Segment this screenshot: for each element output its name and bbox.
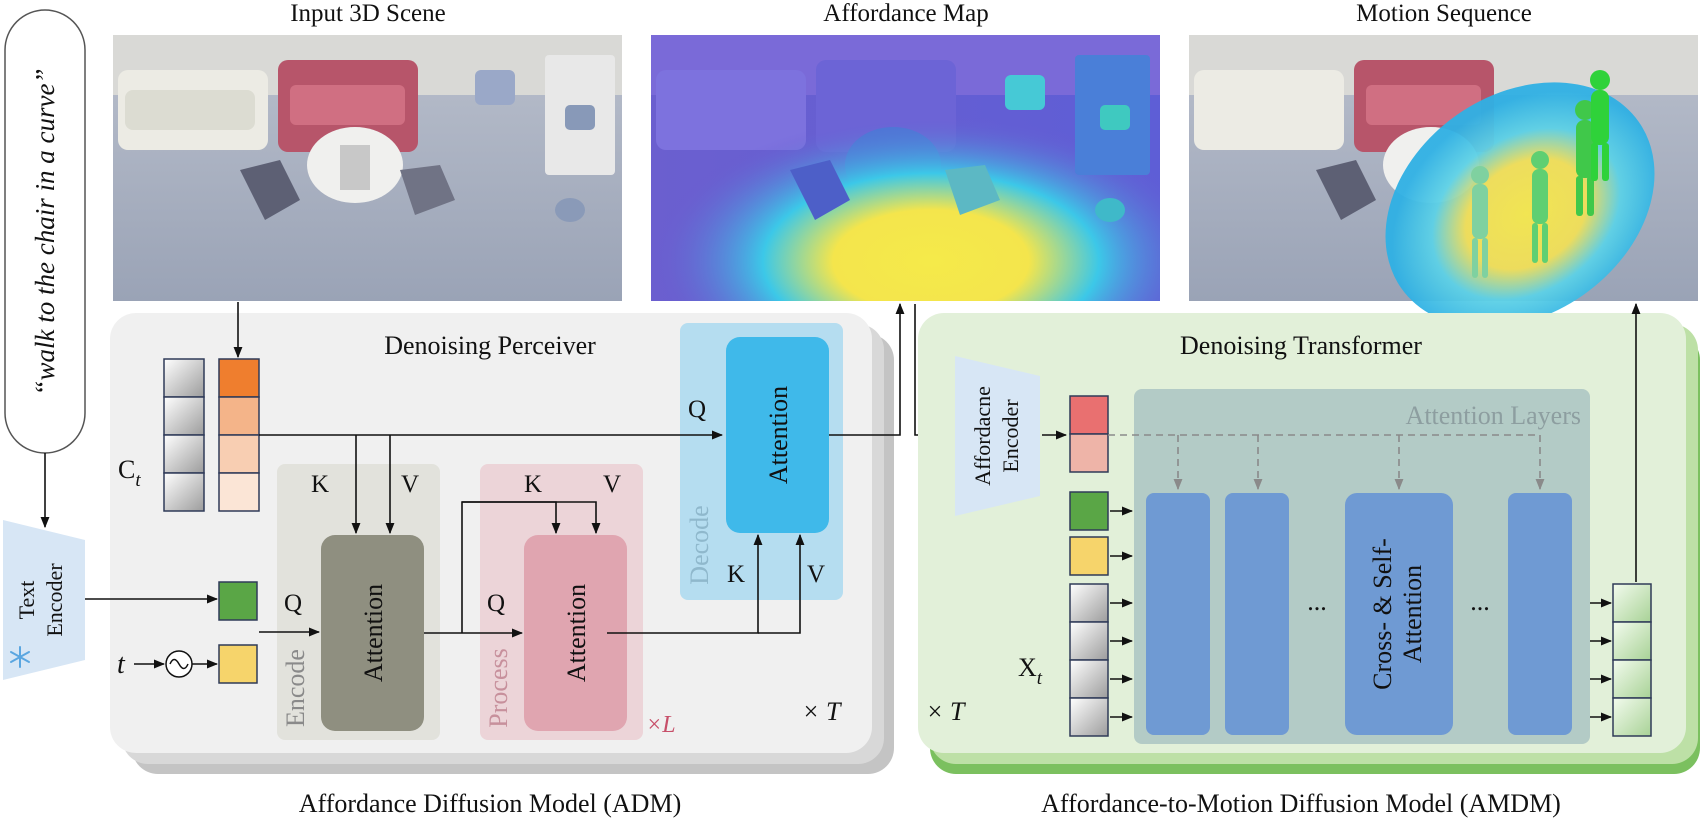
amdm-title: Denoising Transformer	[1180, 331, 1422, 360]
affordance-map-image	[651, 35, 1160, 301]
motion-sequence-image	[1189, 35, 1698, 328]
process-times-l: ×L	[646, 712, 676, 738]
ellipsis-2: ...	[1470, 587, 1490, 616]
adm-arrows	[259, 302, 959, 638]
xt-gray-column	[1069, 583, 1109, 737]
cross-self-line2: Attention	[1398, 565, 1427, 663]
motion-title: Motion Sequence	[1356, 0, 1532, 27]
decode-v: V	[807, 561, 825, 588]
attention-layers-label: Attention Layers	[1406, 401, 1581, 430]
text-encoder: Text Encoder	[3, 520, 85, 680]
attention-layer-2	[1225, 493, 1289, 735]
text-prompt-pill: “walk to the chair in a curve”	[4, 9, 86, 454]
decode-label: Decode	[685, 505, 714, 584]
decode-attention	[726, 337, 829, 533]
process-label: Process	[484, 648, 513, 727]
decode-attention-label: Attention	[764, 386, 793, 484]
amdm-input-arrows	[1110, 506, 1134, 722]
process-q: Q	[487, 590, 505, 617]
aff-encoder-line1: Affordacne	[970, 386, 995, 486]
attention-layer-main	[1345, 493, 1453, 735]
prompt-text: “walk to the chair in a curve”	[30, 69, 60, 396]
amdm-caption: Affordance-to-Motion Diffusion Model (AM…	[1041, 789, 1561, 818]
scene-title: Input 3D Scene	[290, 0, 446, 27]
amdm-timestep-token	[1069, 536, 1109, 576]
attention-layer-last	[1508, 493, 1572, 735]
xt-label: Xt	[1018, 653, 1043, 689]
adm-title: Denoising Perceiver	[384, 331, 596, 360]
timestep-token	[218, 644, 258, 684]
adm-caption: Affordance Diffusion Model (ADM)	[299, 789, 681, 818]
process-attention	[524, 535, 627, 731]
affordance-title: Affordance Map	[823, 0, 988, 27]
decode-q: Q	[688, 396, 706, 423]
conditioning-dashes	[1108, 434, 1545, 491]
ct-gray-column	[163, 358, 205, 512]
snowflake-icon	[10, 646, 30, 668]
encode-label: Encode	[281, 649, 310, 727]
text-token	[218, 581, 258, 621]
cross-self-line1: Cross- & Self-	[1368, 538, 1397, 690]
encode-attention-label: Attention	[359, 584, 388, 682]
process-k: K	[524, 471, 542, 498]
input-scene-image	[113, 35, 622, 301]
text-encoder-line2: Encoder	[42, 563, 67, 637]
sinusoid-icon	[165, 650, 193, 678]
ct-orange-column	[218, 358, 260, 512]
amdm-output-arrows	[1590, 302, 1641, 722]
process-v: V	[603, 471, 621, 498]
ct-label: Ct	[118, 455, 141, 491]
ellipsis-1: ...	[1307, 587, 1327, 616]
encode-k: K	[311, 471, 329, 498]
affordance-token-2	[1069, 433, 1109, 473]
output-green-column	[1612, 583, 1652, 737]
affordance-encoder: Affordacne Encoder	[955, 356, 1040, 516]
timestep-label: t	[117, 649, 126, 680]
text-encoder-line1: Text	[14, 581, 39, 620]
attention-layer-1	[1146, 493, 1210, 735]
encode-v: V	[401, 471, 419, 498]
process-attention-label: Attention	[562, 584, 591, 682]
amdm-times-t: × T	[926, 697, 966, 726]
encode-attention	[321, 535, 424, 731]
amdm-text-token	[1069, 491, 1109, 531]
aff-encoder-line2: Encoder	[998, 399, 1023, 473]
encode-q: Q	[284, 590, 302, 617]
decode-k: K	[727, 561, 745, 588]
affordance-token-1	[1069, 395, 1109, 435]
adm-times-t: × T	[802, 697, 842, 726]
